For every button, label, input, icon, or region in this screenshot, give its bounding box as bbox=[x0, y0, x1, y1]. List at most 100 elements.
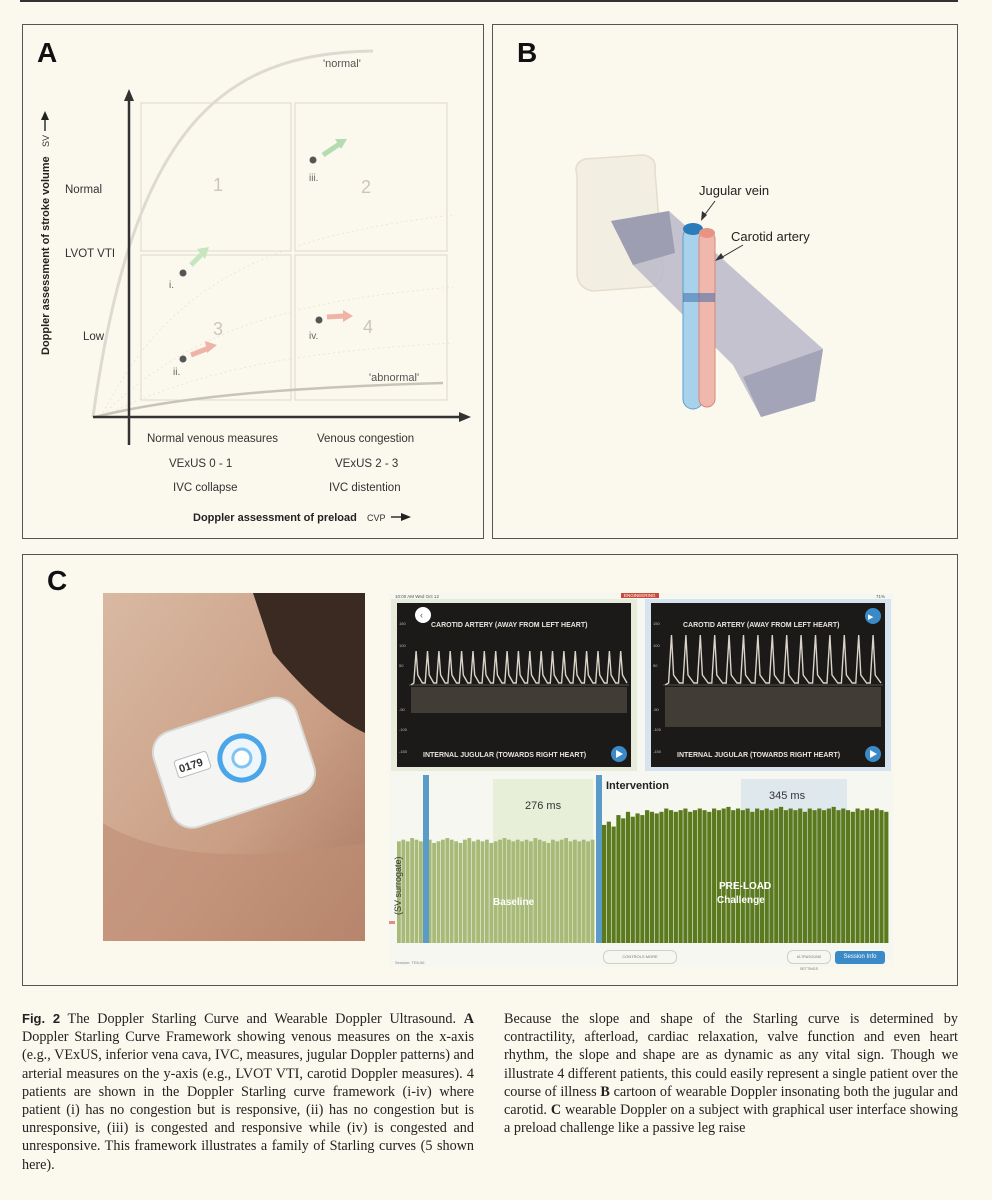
patient-iv-dot bbox=[315, 316, 323, 324]
patient-iv-label: iv. bbox=[309, 331, 318, 342]
quadrant-box-4 bbox=[294, 254, 448, 401]
jugular-pointer-head bbox=[701, 211, 707, 221]
baseline-bar bbox=[520, 841, 524, 943]
neck-cartoon: Jugular vein Carotid artery bbox=[575, 154, 823, 417]
session-info-button[interactable]: Session Info bbox=[835, 951, 885, 964]
panel-b: B Jugular vein Carotid artery bbox=[492, 24, 958, 539]
patient-iv-arrow bbox=[326, 313, 346, 320]
intervention-label: Intervention bbox=[606, 780, 669, 792]
x-axis-title: Doppler assessment of preload bbox=[193, 512, 357, 524]
venous-signal bbox=[665, 687, 881, 727]
patient-ii-arrowhead bbox=[205, 341, 217, 353]
preload-label-1: PRE-LOAD bbox=[719, 881, 771, 892]
carotid-artery-lumen bbox=[699, 228, 715, 238]
preload-bar bbox=[654, 813, 659, 943]
left-doppler-top-label: CAROTID ARTERY (AWAY FROM LEFT HEART) bbox=[431, 622, 587, 629]
preload-bar bbox=[874, 808, 879, 943]
preload-bar bbox=[783, 810, 788, 943]
quadrant-box-2 bbox=[294, 102, 448, 252]
jugular-vein-lumen bbox=[683, 223, 703, 235]
baseline-bar bbox=[586, 841, 590, 943]
panel-c-label: C bbox=[47, 565, 68, 596]
preload-bar bbox=[884, 811, 889, 943]
starling-curve-2 bbox=[102, 214, 454, 414]
preload-bar bbox=[621, 818, 626, 943]
right-spectrogram bbox=[664, 634, 882, 727]
panel-b-label: B bbox=[517, 37, 538, 68]
preload-bar bbox=[831, 806, 836, 943]
preload-bar bbox=[845, 810, 851, 943]
baseline-bar bbox=[507, 839, 511, 943]
baseline-bar bbox=[524, 839, 529, 943]
patient-i-arrowhead bbox=[197, 247, 209, 259]
right-scale-100: 100 bbox=[653, 643, 660, 648]
left-scale-neg100: -100 bbox=[399, 727, 408, 732]
sound-button[interactable] bbox=[865, 608, 881, 624]
baseline-bar bbox=[432, 842, 436, 943]
baseline-bar bbox=[441, 839, 445, 943]
patient-iv-arrowhead bbox=[343, 310, 353, 322]
caption-b-letter: B bbox=[600, 1083, 610, 1100]
y-level-low: Low bbox=[83, 331, 105, 343]
patient-iii-dot bbox=[309, 156, 317, 164]
ultrasound-beam bbox=[611, 211, 823, 417]
right-play-icon bbox=[870, 750, 877, 758]
patient-ii-arrow bbox=[190, 345, 210, 358]
patient-iii-arrowhead bbox=[335, 139, 347, 149]
caption-c-letter: C bbox=[550, 1102, 562, 1119]
baseline-bar bbox=[410, 838, 414, 943]
ultrasound-settings-button[interactable]: ULTRASOUND SETTINGS bbox=[787, 950, 831, 971]
baseline-bar bbox=[427, 839, 432, 943]
carotid-pointer-head bbox=[715, 253, 724, 261]
baseline-bar bbox=[502, 838, 507, 943]
baseline-bar bbox=[414, 839, 419, 943]
x-axis-arrow bbox=[459, 412, 471, 422]
carotid-artery-label: Carotid artery bbox=[731, 229, 810, 244]
preload-bar bbox=[702, 810, 707, 943]
patient-iii-arrow bbox=[321, 140, 343, 158]
baseline-bar bbox=[542, 841, 546, 943]
left-scale-neg50: -50 bbox=[399, 707, 406, 712]
x-left-line-1: Normal venous measures bbox=[147, 433, 278, 445]
preload-bar bbox=[735, 808, 741, 943]
status-tag: ENGINEERING bbox=[621, 593, 659, 598]
doppler-displays: CAROTID ARTERY (AWAY FROM LEFT HEART) IN… bbox=[391, 599, 891, 771]
preload-bar bbox=[659, 811, 664, 943]
caption-b-text: cartoon of wearable Doppler insonating b… bbox=[504, 1083, 959, 1119]
preload-bar bbox=[750, 811, 755, 943]
speaker-icon: ▶ bbox=[868, 614, 874, 621]
quadrant-box-3 bbox=[140, 254, 292, 401]
sv-marker-tick bbox=[389, 921, 395, 924]
caption-c-text: wearable Doppler on a subject with graph… bbox=[504, 1102, 958, 1137]
preload-bar bbox=[759, 810, 765, 943]
baseline-bar bbox=[551, 839, 555, 943]
y-axis-arrow-label: SV bbox=[41, 135, 51, 147]
preload-bar bbox=[678, 810, 683, 943]
patient-i-label: i. bbox=[169, 280, 174, 291]
baseline-label: Baseline bbox=[493, 897, 535, 908]
preload-bar bbox=[788, 808, 793, 943]
session-text: Session: TE8-56 bbox=[395, 960, 425, 965]
preload-bar bbox=[879, 810, 884, 943]
baseline-bar bbox=[581, 839, 586, 943]
baseline-bar bbox=[454, 841, 458, 943]
baseline-bar bbox=[568, 841, 573, 943]
back-chevron-icon: ‹ bbox=[420, 610, 423, 620]
baseline-bar bbox=[529, 841, 533, 943]
quadrant-3-number: 3 bbox=[213, 319, 223, 339]
baseline-bar bbox=[458, 842, 463, 943]
preload-bar bbox=[836, 810, 841, 943]
patch-id-sticker bbox=[173, 751, 212, 779]
back-button[interactable] bbox=[415, 607, 431, 623]
neck-photo: 0179 bbox=[103, 593, 365, 941]
preload-bar bbox=[764, 808, 769, 943]
normal-curve bbox=[91, 49, 374, 418]
x-right-line-1: Venous congestion bbox=[317, 433, 414, 445]
intervention-marker bbox=[596, 775, 602, 943]
x-axis-arrow-label: CVP bbox=[367, 513, 386, 523]
venous-signal bbox=[411, 687, 627, 713]
controls-button[interactable]: CONTROLS MORE bbox=[603, 950, 677, 964]
patient-ii-label: ii. bbox=[173, 367, 180, 378]
baseline-bar bbox=[445, 838, 450, 943]
arterial-waveform bbox=[410, 650, 628, 686]
